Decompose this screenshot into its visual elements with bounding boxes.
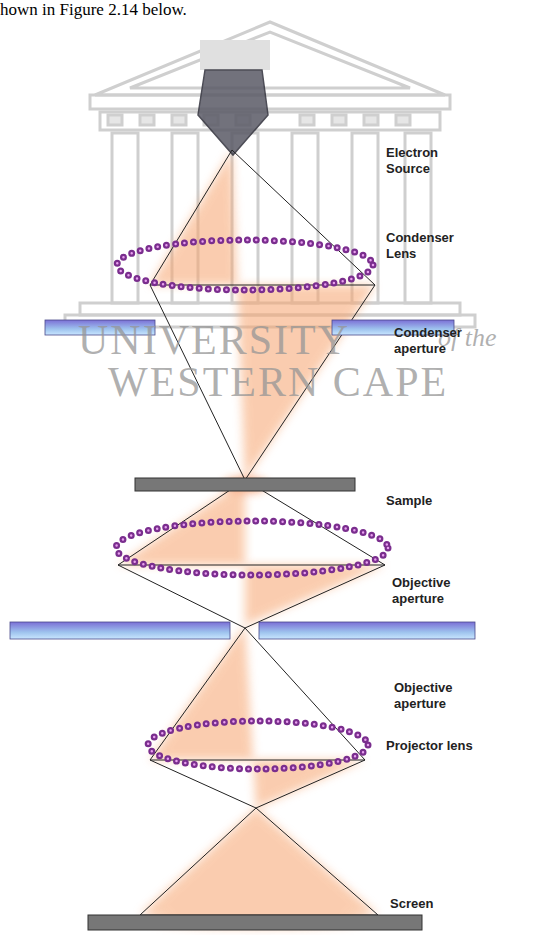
part-label: Objective aperture bbox=[394, 680, 474, 712]
sample-plate bbox=[135, 478, 355, 491]
part-label: Electron Source bbox=[386, 145, 466, 177]
part-label: Objective aperture bbox=[392, 575, 472, 607]
part-label: Condenser aperture bbox=[394, 325, 474, 357]
page-text: hown in Figure 2.14 below. bbox=[0, 2, 187, 18]
aperture-plates bbox=[10, 320, 475, 639]
part-label: Condenser Lens bbox=[386, 230, 466, 262]
electron-source bbox=[198, 70, 268, 155]
watermark-text: UNIVERSITY bbox=[78, 318, 350, 362]
part-label: Projector lens bbox=[386, 738, 526, 754]
watermark-building bbox=[65, 22, 475, 327]
part-label: Sample bbox=[386, 493, 476, 509]
watermark-text: WESTERN CAPE bbox=[108, 360, 448, 404]
screen-plate bbox=[88, 915, 422, 930]
part-label: Screen bbox=[390, 896, 480, 912]
beam-lines bbox=[118, 150, 385, 915]
beam-glow bbox=[118, 150, 385, 928]
